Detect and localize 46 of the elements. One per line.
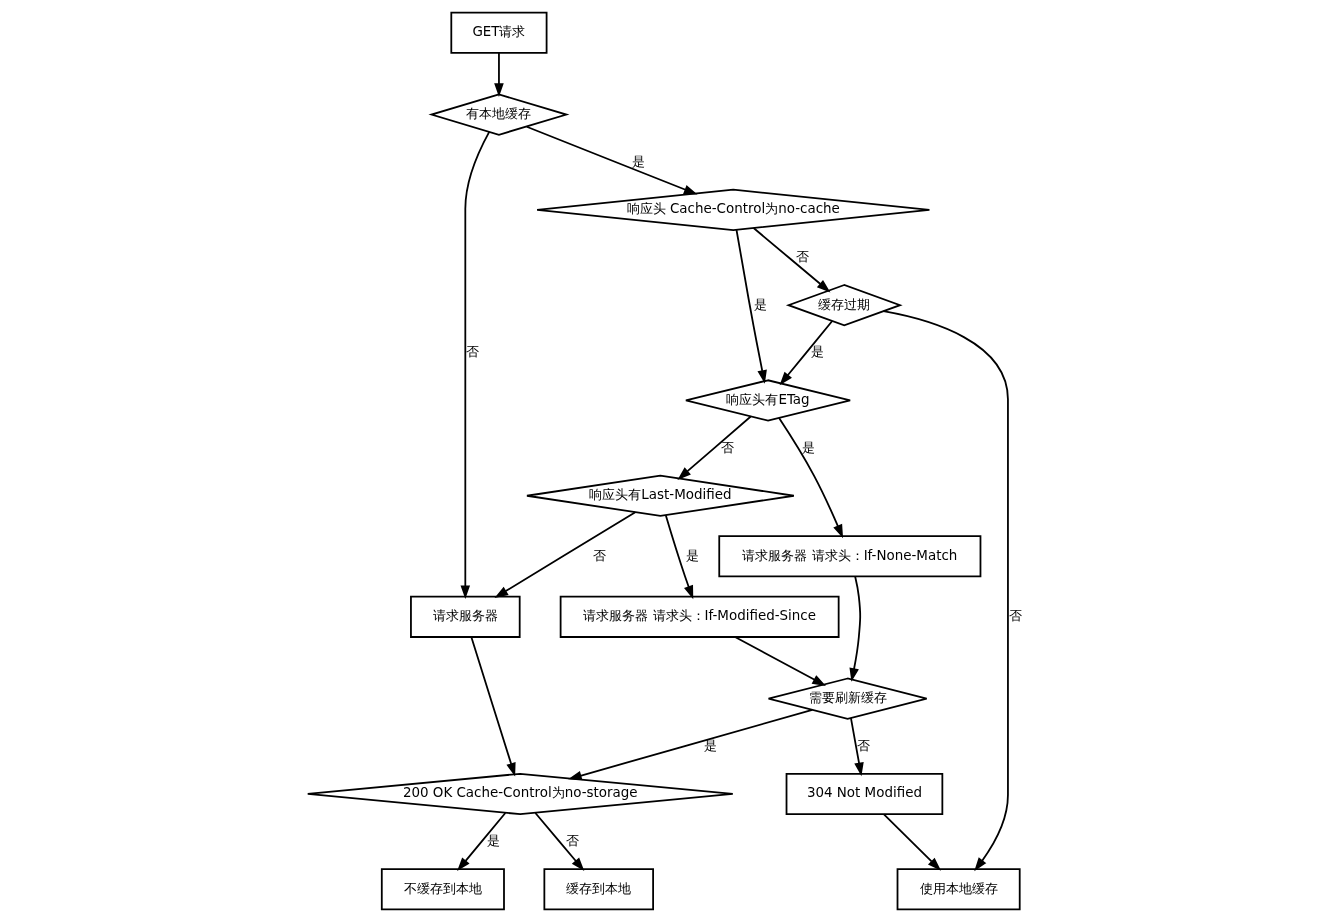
- arrow: [568, 708, 814, 781]
- arrow: [677, 415, 752, 480]
- edge-label: 是: [632, 153, 646, 169]
- edge-label: 是: [754, 296, 768, 312]
- node-diamond: 响应头有ETag: [685, 379, 852, 422]
- node-diamond: 有本地缓存: [428, 93, 570, 136]
- arrow: [779, 320, 833, 386]
- edge-label: 是: [487, 833, 501, 849]
- edge-label: 否: [565, 833, 579, 849]
- node-box: 请求服务器 请求头：If-None-Match: [718, 535, 982, 578]
- edge-label: 否: [720, 439, 734, 455]
- edge-label: 是: [685, 547, 699, 563]
- arrow: [470, 636, 516, 777]
- node-diamond: 缓存过期: [785, 284, 903, 327]
- node-diamond: 响应头有Last-Modified: [526, 474, 795, 517]
- edge-label: 是: [802, 439, 816, 455]
- arrow: [883, 813, 942, 871]
- arrow: [849, 575, 862, 682]
- arrow: [494, 52, 504, 98]
- edge-label: 否: [795, 248, 809, 264]
- node-box: 不缓存到本地: [380, 868, 505, 911]
- edge-label: 是: [811, 344, 825, 360]
- arrow: [457, 812, 507, 872]
- arrow: [752, 227, 831, 293]
- arrow: [850, 717, 864, 777]
- arrow: [735, 229, 767, 384]
- arrow: [534, 812, 585, 872]
- edge-label: 是: [703, 737, 717, 753]
- arrow: [882, 310, 1009, 872]
- node-box: 使用本地缓存: [896, 868, 1021, 911]
- edge-label: 否: [466, 344, 480, 360]
- node-box: 请求服务器 请求头：If-Modified-Since: [559, 595, 840, 638]
- edge-label: 否: [592, 547, 606, 563]
- node-box: 304 Not Modified: [785, 772, 944, 816]
- arrow: [460, 130, 491, 600]
- arrow: [664, 514, 694, 600]
- arrow: [734, 636, 826, 686]
- arrow: [778, 417, 844, 539]
- node-diamond: 响应头 Cache-Control为no-cache: [536, 188, 931, 231]
- arrow: [525, 125, 698, 195]
- node-box: 缓存到本地: [543, 868, 654, 911]
- node-box: GET请求: [450, 11, 548, 54]
- edge-label: 否: [1008, 608, 1022, 624]
- node-box: 请求服务器: [410, 595, 521, 638]
- edge-label: 否: [857, 737, 871, 753]
- arrow: [494, 511, 637, 598]
